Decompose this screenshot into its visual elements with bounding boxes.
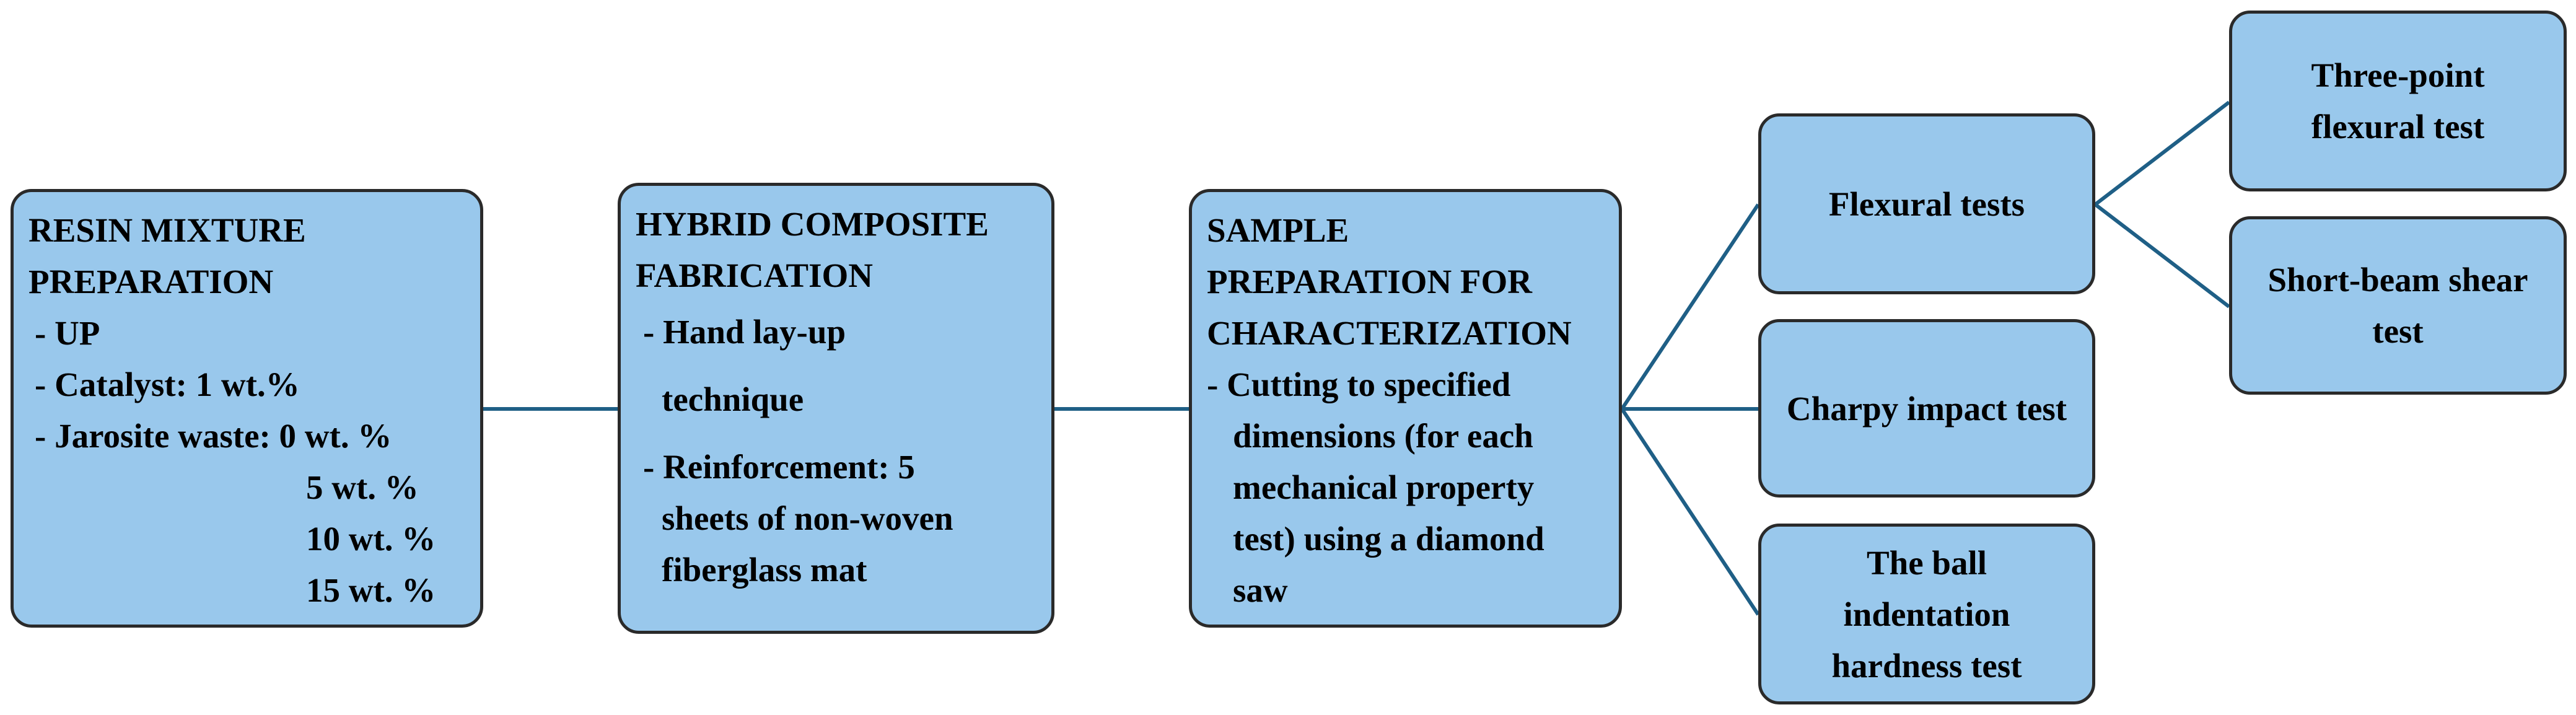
fabrication-line-5: fiberglass mat (662, 551, 867, 589)
sample-title-line1: SAMPLE (1207, 211, 1349, 249)
sample-line-2: dimensions (for each (1233, 417, 1533, 455)
short-beam-shear-test-box: Short-beam shear test (2229, 216, 2567, 395)
sample-title-line2: PREPARATION FOR (1207, 263, 1533, 300)
charpy-impact-test-box: Charpy impact test (1758, 319, 2095, 498)
sample-preparation-box: SAMPLE PREPARATION FOR CHARACTERIZATION … (1189, 189, 1622, 628)
short-beam-line2: test (2372, 312, 2424, 350)
sample-line-5: saw (1233, 571, 1288, 609)
connector-flexural-to-short-beam (2094, 203, 2230, 309)
ball-test-line1: The ball (1866, 543, 1987, 582)
ball-test-line3: hardness test (1831, 646, 2022, 685)
three-point-line2: flexural test (2311, 108, 2485, 146)
resin-item-up: - UP (35, 314, 100, 352)
flexural-tests-box: Flexural tests (1758, 113, 2095, 294)
ball-test-line2: indentation (1843, 595, 2010, 633)
resin-mixture-preparation-box: RESIN MIXTURE PREPARATION - UP - Catalys… (11, 189, 483, 628)
hybrid-composite-fabrication-box: HYBRID COMPOSITE FABRICATION - Hand lay-… (618, 183, 1054, 634)
fabrication-title-line2: FABRICATION (636, 257, 873, 294)
resin-jarosite-5: 5 wt. % (306, 468, 419, 506)
flexural-tests-label: Flexural tests (1828, 185, 2025, 223)
charpy-impact-test-label: Charpy impact test (1786, 389, 2067, 428)
sample-line-1: - Cutting to specified (1207, 366, 1511, 403)
resin-jarosite-10: 10 wt. % (306, 520, 436, 558)
three-point-flexural-test-box: Three-point flexural test (2229, 11, 2567, 191)
connector-flexural-to-three-point (2094, 100, 2230, 206)
short-beam-line1: Short-beam shear (2267, 261, 2528, 299)
connector-sample-to-ball (1620, 408, 1760, 616)
resin-title-line1: RESIN MIXTURE (28, 211, 306, 249)
fabrication-title-line1: HYBRID COMPOSITE (636, 205, 989, 243)
fabrication-line-3: - Reinforcement: 5 (643, 448, 915, 486)
sample-title-line3: CHARACTERIZATION (1207, 314, 1572, 352)
resin-title-line2: PREPARATION (28, 263, 274, 300)
resin-item-jarosite: - Jarosite waste: 0 wt. % (35, 417, 392, 455)
fabrication-line-4: sheets of non-woven (662, 499, 953, 537)
sample-line-4: test) using a diamond (1233, 520, 1544, 558)
ball-indentation-hardness-test-box: The ball indentation hardness test (1758, 524, 2095, 704)
sample-line-3: mechanical property (1233, 468, 1535, 506)
resin-jarosite-15: 15 wt. % (306, 571, 436, 609)
resin-item-catalyst: - Catalyst: 1 wt.% (35, 366, 300, 403)
fabrication-line-1: - Hand lay-up (643, 313, 846, 351)
connector-sample-to-flexural (1620, 203, 1760, 410)
fabrication-line-2: technique (662, 380, 804, 418)
three-point-line1: Three-point (2311, 56, 2485, 94)
